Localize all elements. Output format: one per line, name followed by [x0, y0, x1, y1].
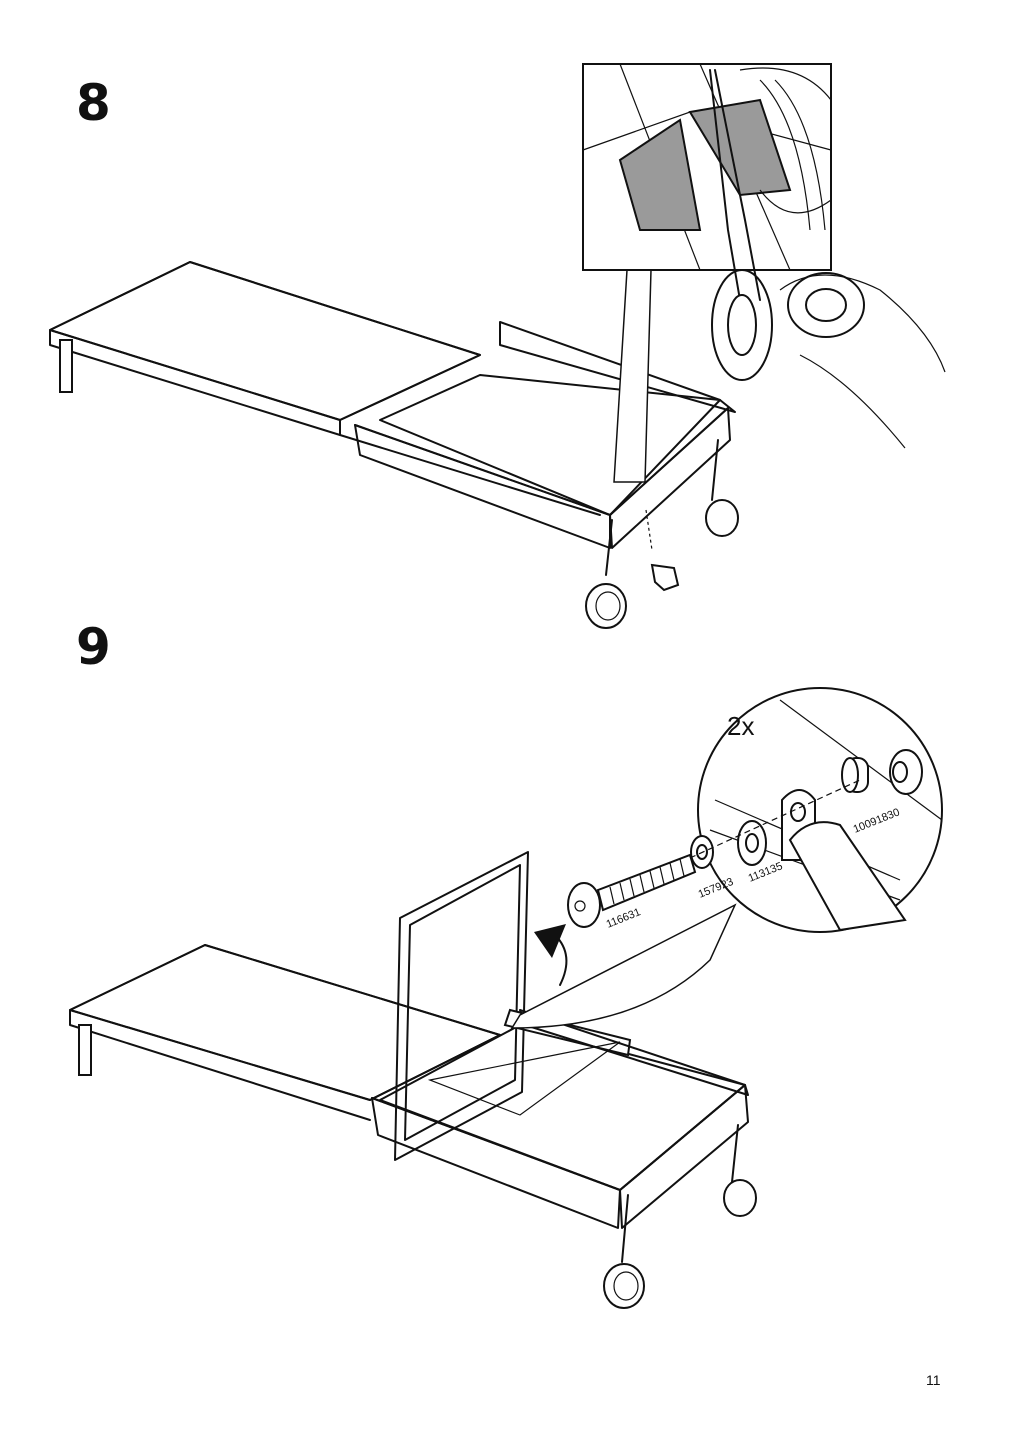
scissors-icon [709, 69, 946, 449]
step-9-number: 9 [76, 618, 111, 676]
page-number: 11 [926, 1372, 941, 1388]
step-9-detail-circle: 2x 116631 157923 113135 10091830 [510, 687, 943, 1029]
step-8-lounger [49, 261, 739, 629]
part-number-label: 116631 [605, 906, 643, 931]
step-9-lounger [69, 851, 757, 1309]
step-8-detail-inset [582, 63, 832, 483]
step-8-number: 8 [76, 74, 111, 132]
quantity-label: 2x [727, 711, 754, 741]
part-number-label: 157923 [697, 876, 736, 901]
